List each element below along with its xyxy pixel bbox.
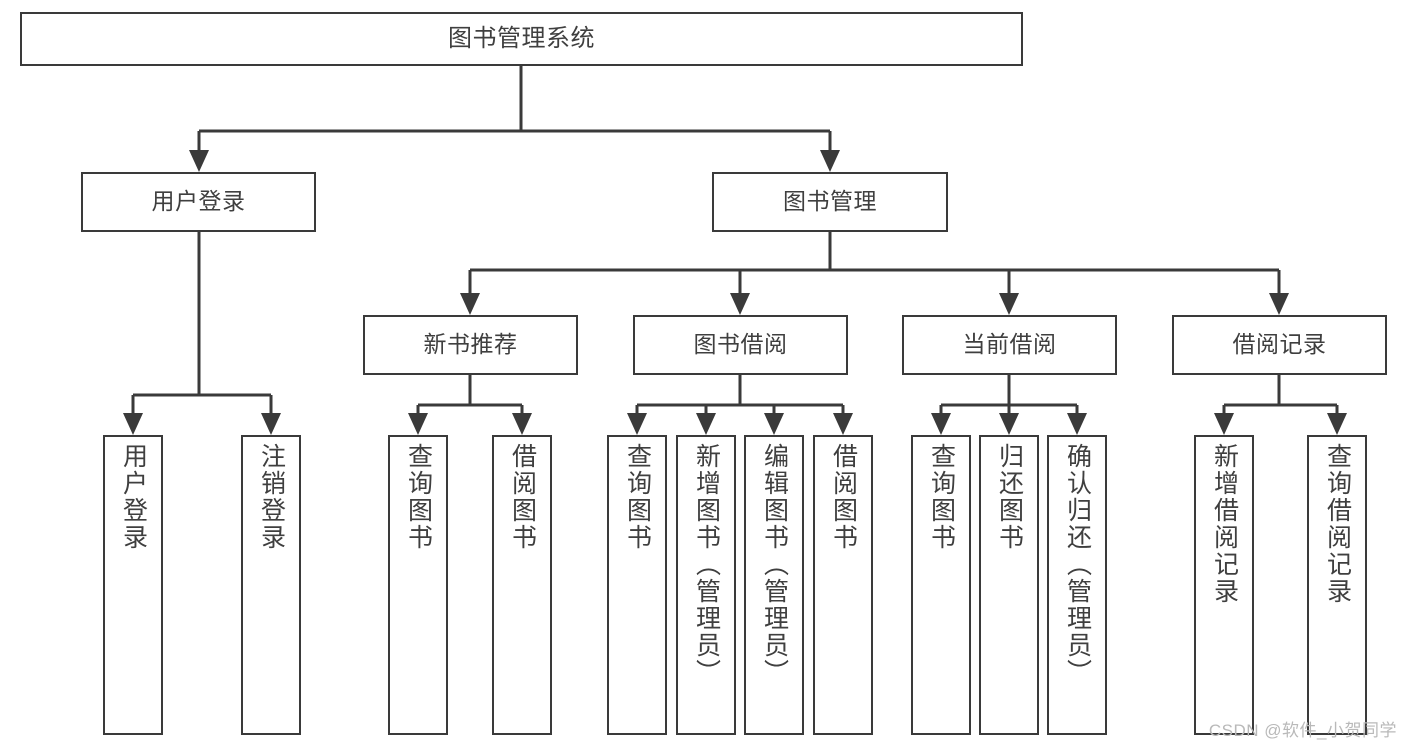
leaf-query-book-recommend[interactable]: 查询图书 bbox=[388, 435, 448, 735]
node-label: 归还图书 bbox=[995, 443, 1024, 551]
node-new-book-recommend[interactable]: 新书推荐 bbox=[363, 315, 578, 375]
leaf-add-borrow-record[interactable]: 新增借阅记录 bbox=[1194, 435, 1254, 735]
node-current-borrow[interactable]: 当前借阅 bbox=[902, 315, 1117, 375]
leaf-user-login[interactable]: 用户登录 bbox=[103, 435, 163, 735]
leaf-logout-login[interactable]: 注销登录 bbox=[241, 435, 301, 735]
leaf-confirm-return-admin[interactable]: 确认归还（管理员） bbox=[1047, 435, 1107, 735]
leaf-query-book-borrow[interactable]: 查询图书 bbox=[607, 435, 667, 735]
node-label: 查询图书 bbox=[623, 443, 652, 551]
leaf-query-borrow-record[interactable]: 查询借阅记录 bbox=[1307, 435, 1367, 735]
node-borrow-record[interactable]: 借阅记录 bbox=[1172, 315, 1387, 375]
node-label: 查询借阅记录 bbox=[1323, 443, 1352, 605]
node-label: 用户登录 bbox=[151, 188, 246, 215]
node-label: 图书管理 bbox=[783, 188, 877, 215]
node-book-management[interactable]: 图书管理 bbox=[712, 172, 948, 232]
node-label: 新书推荐 bbox=[423, 331, 518, 358]
node-label: 当前借阅 bbox=[962, 331, 1057, 358]
node-label: 注销登录 bbox=[257, 443, 286, 551]
leaf-query-book-current[interactable]: 查询图书 bbox=[911, 435, 971, 735]
node-label: 查询图书 bbox=[927, 443, 956, 551]
node-label: 新增借阅记录 bbox=[1210, 443, 1239, 605]
leaf-add-book-admin[interactable]: 新增图书（管理员） bbox=[676, 435, 736, 735]
leaf-borrow-book-borrow[interactable]: 借阅图书 bbox=[813, 435, 873, 735]
node-root-system[interactable]: 图书管理系统 bbox=[20, 12, 1023, 66]
node-label: 借阅图书 bbox=[829, 443, 858, 551]
node-label: 用户登录 bbox=[119, 443, 148, 551]
node-book-borrow[interactable]: 图书借阅 bbox=[633, 315, 848, 375]
node-label: 图书借阅 bbox=[693, 331, 788, 358]
leaf-return-book[interactable]: 归还图书 bbox=[979, 435, 1039, 735]
node-label: 图书管理系统 bbox=[448, 24, 595, 52]
node-label: 查询图书 bbox=[404, 443, 433, 551]
leaf-edit-book-admin[interactable]: 编辑图书（管理员） bbox=[744, 435, 804, 735]
node-user-login[interactable]: 用户登录 bbox=[81, 172, 316, 232]
node-label: 新增图书（管理员） bbox=[692, 443, 721, 686]
node-label: 借阅图书 bbox=[508, 443, 537, 551]
node-label: 借阅记录 bbox=[1232, 331, 1327, 358]
node-label: 编辑图书（管理员） bbox=[760, 443, 789, 686]
node-label: 确认归还（管理员） bbox=[1063, 443, 1092, 686]
leaf-borrow-book-recommend[interactable]: 借阅图书 bbox=[492, 435, 552, 735]
csdn-watermark: CSDN @软件_小贺同学 bbox=[1208, 721, 1397, 740]
